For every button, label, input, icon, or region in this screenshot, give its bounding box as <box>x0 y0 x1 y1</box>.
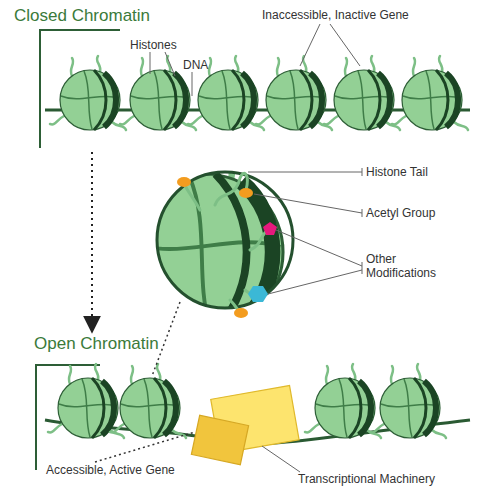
acetyl-mark <box>239 188 253 198</box>
leader-lines <box>150 24 362 472</box>
transcriptional-machinery <box>191 385 299 464</box>
nucleosome <box>256 56 332 130</box>
callout-label: Inaccessible, Inactive Gene <box>262 8 409 22</box>
panel-heading: Open Chromatin <box>34 334 159 354</box>
transition-arrow <box>91 152 93 332</box>
nucleosome <box>110 364 186 438</box>
callout-label: Histones <box>130 38 177 52</box>
chromatin-panel: Closed Chromatin <box>10 4 490 152</box>
callout-label: Histone Tail <box>366 165 428 179</box>
leader-line <box>262 446 300 472</box>
nucleosome <box>48 364 124 438</box>
modification-pentagon <box>263 222 277 235</box>
callout-label: Acetyl Group <box>366 206 435 220</box>
leader-line <box>300 24 360 66</box>
acetyl-mark <box>234 308 248 318</box>
callout-label: Other Modifications <box>366 252 456 280</box>
callout-label: Transcriptional Machinery <box>298 472 435 486</box>
leader-line <box>248 168 362 176</box>
machinery-block <box>191 415 248 465</box>
zoom-view <box>101 138 299 330</box>
callout-label: Accessible, Active Gene <box>46 463 175 477</box>
nucleosome <box>50 56 126 130</box>
leader-line <box>150 52 175 76</box>
closed-chromatin-fiber <box>45 56 470 130</box>
acetyl-mark <box>177 177 191 187</box>
leader-line <box>192 72 193 96</box>
zoom-outline <box>157 172 293 308</box>
nucleosome <box>305 364 381 438</box>
leader-line <box>268 230 362 294</box>
callout-label: DNA <box>183 58 208 72</box>
nucleosome <box>392 56 468 130</box>
nucleosome <box>370 364 446 438</box>
open-chromatin-fiber <box>45 364 470 465</box>
gene-leader <box>95 432 195 462</box>
nucleosome <box>324 56 400 130</box>
leader-line <box>254 194 362 217</box>
nucleosome-closeup <box>101 138 299 330</box>
modification-hexagon <box>248 286 268 302</box>
panel-heading: Closed Chromatin <box>14 6 150 26</box>
